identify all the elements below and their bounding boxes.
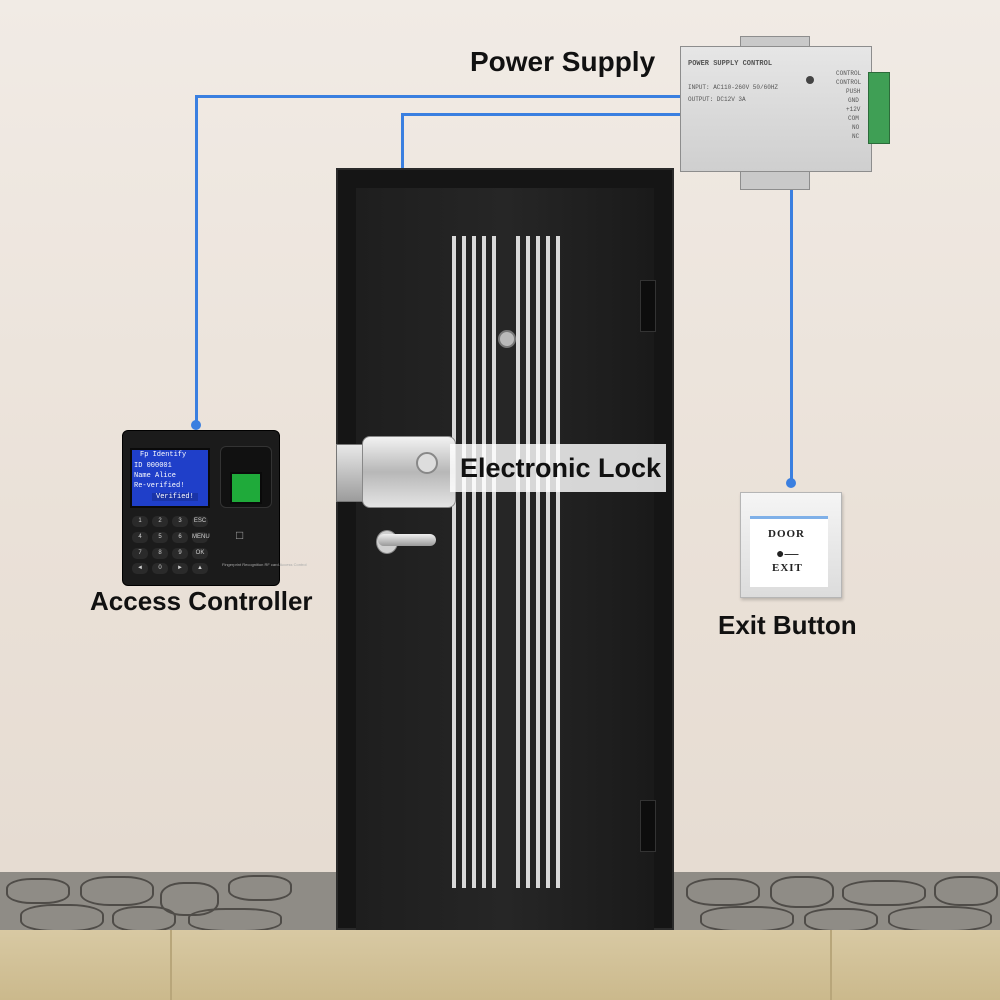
keypad-key: ► (172, 563, 188, 574)
keypad-key: 3 (172, 516, 188, 527)
floor-tile-seam (830, 930, 832, 1000)
door-stripe (452, 236, 456, 888)
wire-exit-vertical (790, 170, 793, 482)
screen-line: Name Alice (134, 472, 177, 480)
keypad-key: 2 (152, 516, 168, 527)
wire-lock-top (401, 113, 683, 116)
door-stripe (472, 236, 476, 888)
exit-button-text-door: DOOR (768, 528, 805, 540)
keypad-key: ESC (192, 516, 208, 527)
psu-title: POWER SUPPLY CONTROL (688, 60, 773, 68)
door-hinge (640, 280, 656, 332)
keypad-key: 5 (152, 532, 168, 543)
psu-indicator-light (806, 76, 814, 84)
floor-tile-seam (170, 930, 172, 1000)
screen-line: Re-verified! (134, 482, 185, 490)
door-stripe (556, 236, 560, 888)
screen-line: ID 000001 (134, 462, 172, 470)
keypad-key: 8 (152, 548, 168, 559)
psu-terminal-label: NO (852, 124, 860, 131)
floor (0, 930, 1000, 1000)
keypad-key: ▲ (192, 563, 208, 574)
door-stripe (516, 236, 520, 888)
keypad-key: 4 (132, 532, 148, 543)
door-stripe (462, 236, 466, 888)
door-stripe (482, 236, 486, 888)
wire-controller-end (191, 420, 201, 430)
screen-line: Fp Identify (140, 451, 187, 459)
wire-exit-end (786, 478, 796, 488)
keypad-key: MENU (192, 532, 210, 543)
psu-terminal-label: +12V (846, 106, 861, 113)
electronic-lock-label: Electronic Lock (450, 444, 666, 492)
card-icon: □ (236, 528, 244, 542)
peephole (498, 330, 516, 348)
door-stripe (536, 236, 540, 888)
exit-button-face (750, 516, 828, 587)
door (356, 188, 654, 930)
keypad-key: 9 (172, 548, 188, 559)
electronic-lock (362, 436, 456, 508)
psu-terminal-label: CONTROL (836, 79, 862, 86)
screen-line: Verified! (152, 493, 198, 501)
exit-button-label: Exit Button (718, 610, 857, 640)
wire-controller-top (195, 95, 683, 98)
key-icon: ●— (776, 545, 799, 561)
keypad-key: 0 (152, 563, 168, 574)
keypad-key: ◄ (132, 563, 148, 574)
exit-button-text-exit: EXIT (772, 562, 803, 574)
keypad-key: OK (192, 548, 208, 559)
door-hinge (640, 800, 656, 852)
psu-input-spec: INPUT: AC110-260V 50/60HZ (688, 84, 779, 91)
wire-controller-vertical (195, 95, 198, 423)
door-stripe (526, 236, 530, 888)
psu-terminal-label: PUSH (846, 88, 861, 95)
power-supply-label: Power Supply (470, 46, 656, 77)
lock-cylinder-icon (416, 452, 438, 474)
door-handle (378, 534, 436, 546)
psu-terminal-label: CONTROL (836, 70, 862, 77)
psu-output-spec: OUTPUT: DC12V 3A (688, 96, 746, 103)
door-stripe (492, 236, 496, 888)
access-controller-footer: Fingerprint Recognition RF card Access C… (222, 562, 307, 567)
door-stripe (546, 236, 550, 888)
psu-terminal-label: NC (852, 133, 860, 140)
power-supply-unit (680, 46, 872, 172)
psu-terminal-label: GND (848, 97, 859, 104)
access-controller-label: Access Controller (90, 586, 313, 616)
keypad-key: 6 (172, 532, 188, 543)
fingerprint-window (230, 472, 262, 504)
psu-terminal-label: COM (848, 115, 859, 122)
keypad-key: 7 (132, 548, 148, 559)
psu-terminal-block (868, 72, 890, 144)
keypad-key: 1 (132, 516, 148, 527)
